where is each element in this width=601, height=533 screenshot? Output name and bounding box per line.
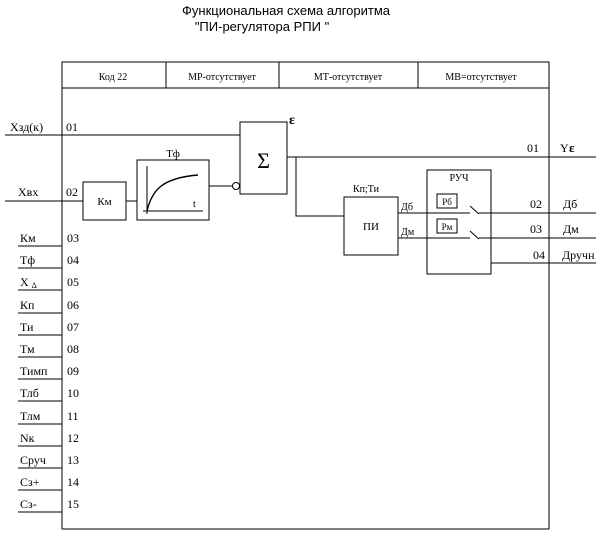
param-input-num: 12 (67, 431, 79, 445)
param-input-label: Х Δ (20, 275, 37, 290)
param-input-label: Тимп (20, 364, 48, 378)
filter-time-label: t (193, 199, 196, 210)
param-input-label: Тлм (20, 409, 41, 423)
filter-block (136, 159, 210, 221)
param-input-num: 08 (67, 342, 79, 356)
output-04-label: Дручн (562, 248, 595, 262)
rm-label: Рм (442, 222, 453, 232)
diagram-title-line2: "ПИ-регулятора РПИ " (195, 19, 330, 34)
header-code: Код 22 (99, 72, 127, 83)
pi-params: Кп;Ти (353, 184, 380, 195)
km-block-label: Км (97, 196, 111, 208)
input-xvx-label: Хвх (18, 185, 38, 199)
param-input-label: Сз+ (20, 475, 40, 489)
param-input-label: Тм (20, 342, 35, 356)
param-input-num: 03 (67, 231, 79, 245)
output-01-label: Y (560, 141, 569, 155)
rm-box (436, 218, 458, 234)
inversion-circle (232, 182, 240, 190)
input-xvx-num: 02 (66, 185, 78, 199)
output-03-label: Дм (563, 222, 579, 236)
ruch-title: РУЧ (450, 173, 469, 184)
output-01-num: 01 (527, 141, 539, 155)
filter-response-curve (146, 174, 199, 212)
param-input-subscript: Δ (32, 281, 37, 290)
rm-switch-contact (469, 230, 480, 240)
param-input-label: Тлб (20, 386, 39, 400)
input-xzd-num: 01 (66, 120, 78, 134)
output-03-num: 03 (530, 222, 542, 236)
input-xzd-label: Хзд(к) (10, 120, 43, 134)
main-frame (61, 61, 550, 530)
param-input-label: Сз- (20, 497, 37, 511)
header-mv: МВ=отсутствует (445, 72, 517, 83)
header-mr: МР-отсутствует (188, 72, 256, 83)
param-input-num: 15 (67, 497, 79, 511)
param-input-label: Сруч (20, 453, 46, 467)
rb-box (436, 193, 458, 209)
diagram-title-line1: Функциональная схема алгоритма (182, 3, 391, 18)
param-input-num: 14 (67, 475, 79, 489)
output-01-epsilon: ε (569, 140, 575, 155)
filter-title: Тф (166, 148, 180, 160)
pi-db-label: Дб (401, 202, 413, 213)
param-input-label: Ти (20, 320, 34, 334)
epsilon-label: ε (289, 113, 295, 128)
param-input-num: 05 (67, 275, 79, 289)
rb-label: Рб (442, 197, 452, 207)
pi-dm-label: Дм (401, 227, 415, 238)
param-input-num: 10 (67, 386, 79, 400)
param-input-label: Nк (20, 431, 35, 445)
param-input-num: 13 (67, 453, 79, 467)
param-input-label: Кп (20, 298, 35, 312)
param-input-label: Тф (20, 253, 35, 267)
km-block (82, 181, 127, 221)
param-input-num: 07 (67, 320, 79, 334)
param-input-num: 06 (67, 298, 79, 312)
pi-label: ПИ (363, 221, 379, 233)
param-input-label: Км (20, 231, 36, 245)
sum-to-pi-line (295, 157, 344, 217)
param-input-num: 09 (67, 364, 79, 378)
param-input-num: 11 (67, 409, 79, 423)
param-input-num: 04 (67, 253, 79, 267)
output-02-label: Дб (563, 197, 577, 211)
output-02-num: 02 (530, 197, 542, 211)
header-mt: МТ-отсутствует (314, 72, 383, 83)
rb-switch-contact (469, 205, 480, 215)
sum-block (239, 121, 288, 195)
output-04-num: 04 (533, 248, 545, 262)
sum-symbol: Σ (257, 148, 270, 173)
pi-block (343, 196, 399, 256)
